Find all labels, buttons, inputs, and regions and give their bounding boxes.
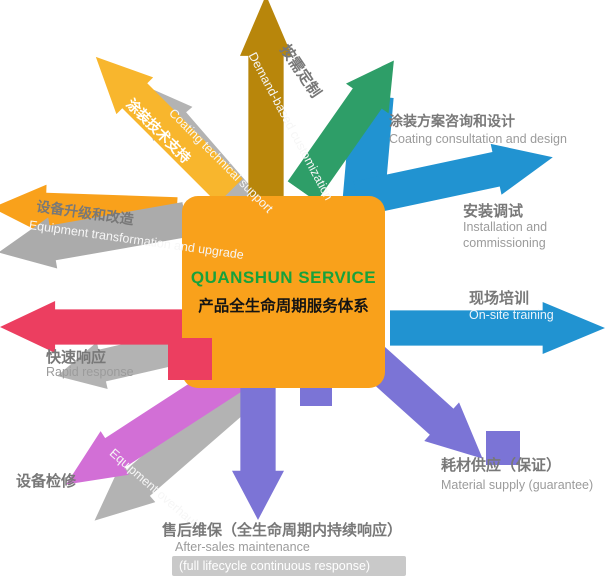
center-title: QUANSHUN SERVICE xyxy=(190,268,377,287)
arrow-demand-customization xyxy=(240,0,292,205)
label-response-en: Rapid response xyxy=(46,365,134,379)
center-subtitle: 产品全生命周期服务体系 xyxy=(198,298,369,315)
label-response-zh: 快速响应 xyxy=(46,349,107,366)
label-aftersales-zh: 售后维保（全生命周期内持续响应） xyxy=(162,522,403,539)
arrow-equipment-upgrade xyxy=(0,194,190,278)
label-install-zh: 安装调试 xyxy=(463,203,524,220)
label-overhaul-zh: 设备检修 xyxy=(16,473,77,490)
label-aftersales-en-line2: (full lifecycle continuous response) xyxy=(179,559,371,573)
label-training-en: On-site training xyxy=(469,308,554,322)
label-training-zh: 现场培训 xyxy=(469,290,530,307)
label-consult-zh: 涂装方案咨询和设计 xyxy=(389,113,515,129)
red-block xyxy=(168,338,212,380)
arrow-installation-commissioning xyxy=(352,132,558,224)
aftersales-highlight-bar xyxy=(172,556,406,576)
label-consult-en: Coating consultation and design xyxy=(389,132,567,146)
label-install-en-line2: commissioning xyxy=(463,236,546,250)
label-supply-en: Material supply (guarantee) xyxy=(441,478,594,492)
arrow-coating-technical-support xyxy=(77,38,248,209)
center-card: QUANSHUN SERVICE 产品全生命周期服务体系 xyxy=(182,196,385,388)
purple-block-right xyxy=(486,431,520,465)
gray-shadow-arrow-bottom-left xyxy=(77,370,262,540)
label-supply-zh: 耗材供应（保证） xyxy=(441,457,562,474)
label-install-en-line1: Installation and xyxy=(463,220,548,234)
arrow-coating-consultation xyxy=(281,46,415,207)
arrow-after-sales-maintenance xyxy=(232,350,284,520)
arrow-equipment-overhaul xyxy=(52,354,248,507)
arrow-rapid-response xyxy=(0,301,190,353)
label-aftersales-en-line1: After-sales maintenance xyxy=(175,540,310,554)
arrow-on-site-training xyxy=(390,302,605,354)
